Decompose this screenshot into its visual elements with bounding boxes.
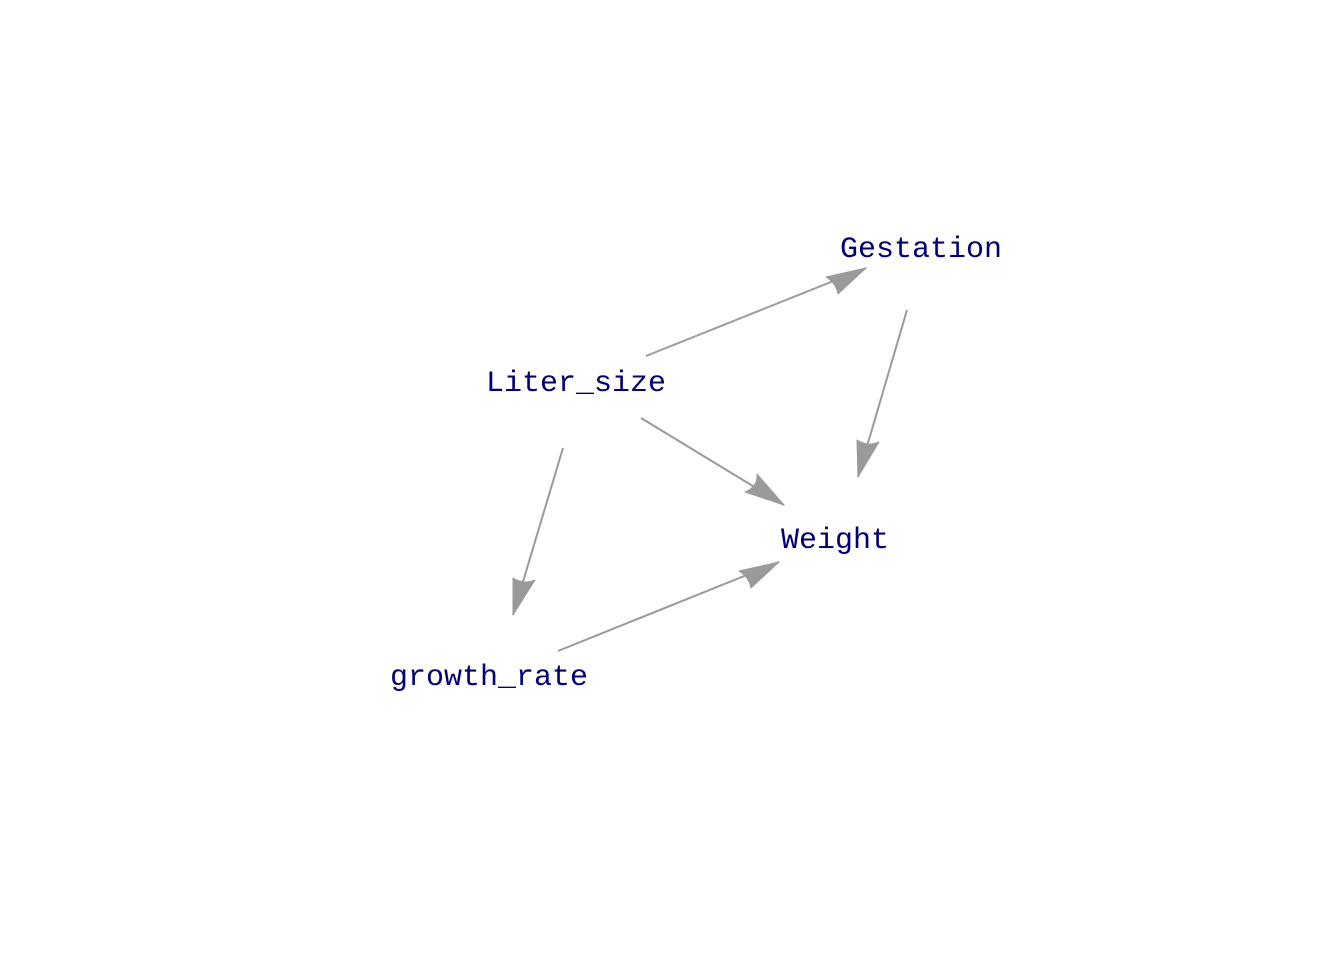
arrowhead-icon	[738, 561, 780, 589]
node-growth-rate: growth_rate	[390, 661, 588, 695]
edge-group	[512, 267, 908, 652]
edge-line	[557, 561, 780, 652]
node-group: Gestation Liter_size Weight growth_rate	[390, 233, 1002, 695]
arrowhead-icon	[825, 267, 867, 295]
edge-line	[645, 267, 867, 357]
node-gestation: Gestation	[840, 233, 1002, 267]
node-weight: Weight	[781, 524, 889, 558]
edge-liter-size-to-growth-rate	[512, 447, 564, 616]
arrowhead-icon	[744, 473, 785, 506]
edge-liter-size-to-gestation	[645, 267, 867, 357]
edge-liter-size-to-weight	[640, 417, 785, 506]
edge-gestation-to-weight	[856, 309, 908, 478]
arrowhead-icon	[856, 439, 880, 478]
node-liter-size: Liter_size	[486, 367, 666, 401]
edge-growth-rate-to-weight	[557, 561, 780, 652]
arrowhead-icon	[512, 577, 536, 616]
